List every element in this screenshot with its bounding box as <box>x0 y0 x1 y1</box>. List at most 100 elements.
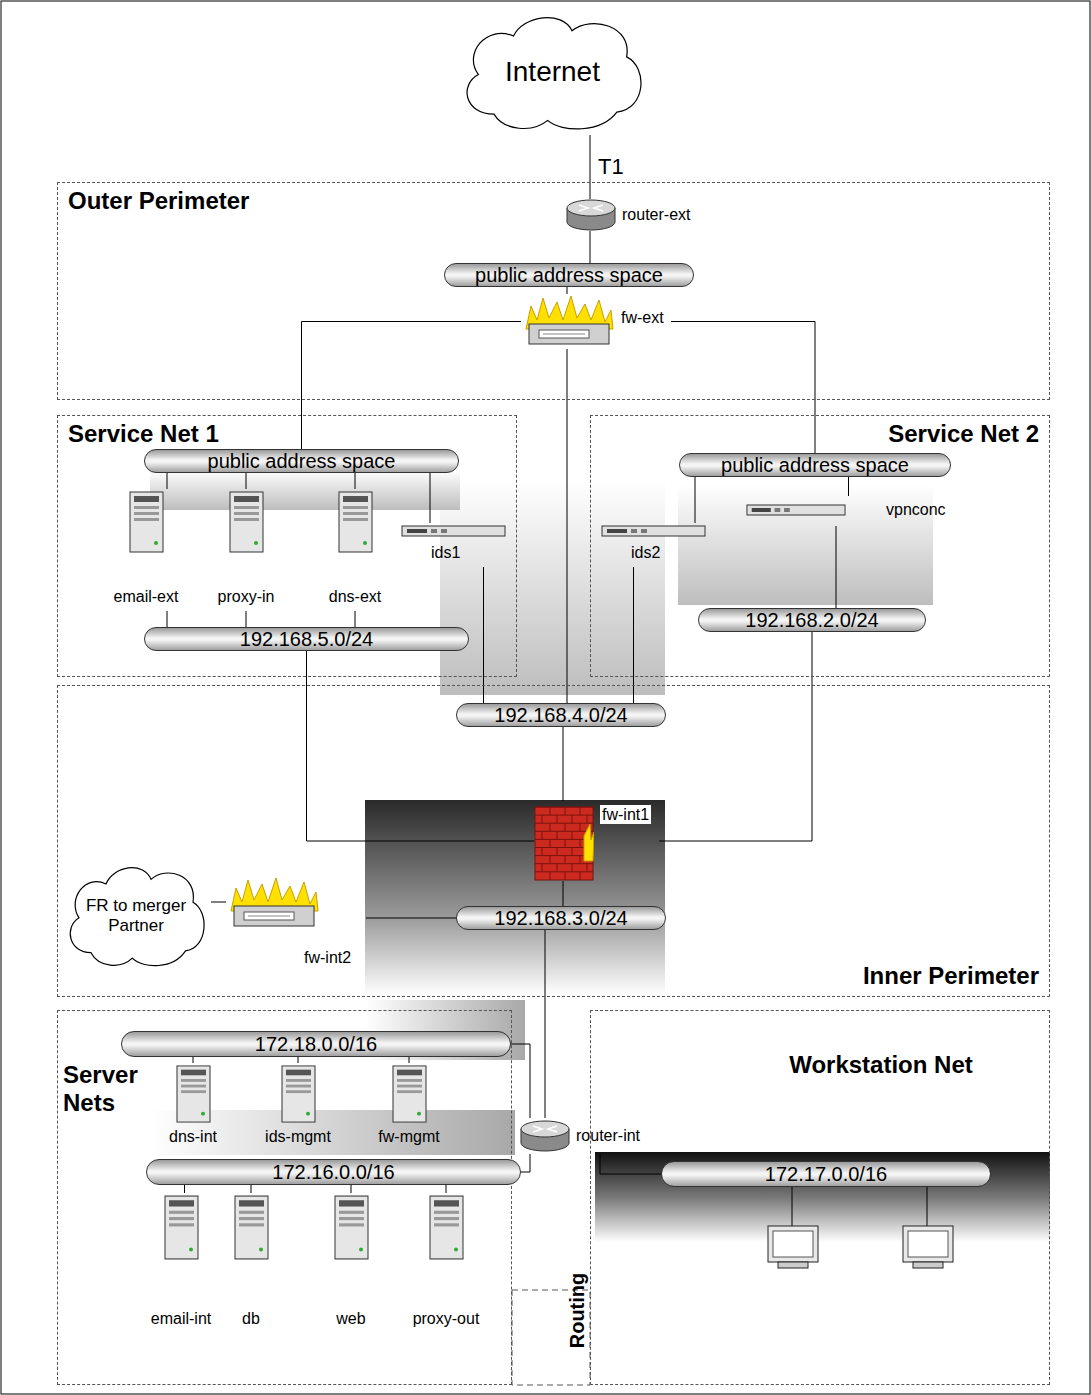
device-label: router-ext <box>622 205 690 224</box>
network-link <box>633 567 634 703</box>
network-link <box>563 881 564 906</box>
network-link <box>446 1185 447 1193</box>
server-node: ids-mgmt <box>254 1063 342 1148</box>
network-link <box>251 1185 252 1193</box>
server-node: email-ext <box>102 489 190 611</box>
network-link <box>246 611 247 627</box>
server-node: proxy-out <box>399 1193 493 1333</box>
subnet-bus: 192.168.5.0/24 <box>144 627 469 651</box>
network-link <box>590 231 591 263</box>
network-link <box>167 473 168 489</box>
device-node: vpnconc <box>746 496 956 526</box>
device-label: router-int <box>576 1126 640 1145</box>
subnet-bus: public address space <box>144 449 459 473</box>
network-zone: Server Nets172.18.0.0/16dns-intids-mgmtf… <box>57 1010 512 1385</box>
device-label: dns-int <box>151 1127 235 1146</box>
server-node: email-int <box>139 1193 223 1333</box>
brick-icon <box>534 806 594 881</box>
device-node: fw-int1 <box>534 801 659 881</box>
subnet-bus: 172.17.0.0/16 <box>661 1161 991 1187</box>
subnet-bus: 192.168.2.0/24 <box>698 608 926 632</box>
workstation-icon <box>768 1186 953 1268</box>
network-link <box>521 1154 530 1172</box>
subnet-label: 172.17.0.0/16 <box>765 1163 887 1186</box>
server-node: web <box>319 1193 383 1333</box>
subnet-label: 172.18.0.0/16 <box>255 1033 377 1056</box>
link-label: T1 <box>596 155 626 179</box>
device-node: fw-ext <box>521 294 671 349</box>
zone-title: Outer Perimeter <box>68 187 249 215</box>
device-label: email-int <box>139 1309 223 1328</box>
device-label: proxy-in <box>202 587 290 606</box>
network-zone: Workstation Net 172.17.0.0/16 <box>590 1010 1050 1385</box>
flame-icon <box>226 876 321 931</box>
subnet-label: 192.168.4.0/24 <box>494 704 627 727</box>
network-link <box>351 1185 352 1193</box>
router-icon <box>520 1120 570 1152</box>
network-link <box>659 632 812 841</box>
network-link <box>567 287 568 294</box>
device-label: fw-int1 <box>600 805 651 824</box>
network-link <box>298 1057 299 1063</box>
server-icon <box>229 491 264 553</box>
cloud-label: Internet <box>505 56 600 88</box>
subnet-label: public address space <box>721 454 909 477</box>
network-link <box>184 1185 185 1193</box>
server-icon <box>234 1195 269 1260</box>
network-link <box>430 473 431 523</box>
network-link <box>355 473 356 489</box>
network-link <box>307 651 535 841</box>
network-zone: Service Net 1public address spaceemail-e… <box>57 415 517 677</box>
network-link <box>211 902 226 903</box>
server-icon <box>176 1065 211 1123</box>
device-node: router-int <box>520 1118 680 1154</box>
network-link <box>600 1154 661 1174</box>
subnet-bus: 192.168.3.0/24 <box>456 906 666 930</box>
network-link <box>483 567 484 703</box>
network-link <box>567 349 568 703</box>
device-label: db <box>224 1309 278 1328</box>
network-link <box>695 477 696 523</box>
server-node: fw-mgmt <box>365 1063 453 1148</box>
network-link <box>167 611 168 627</box>
server-icon <box>392 1065 427 1123</box>
device-node: fw-int2 <box>226 876 366 971</box>
network-link <box>848 477 849 496</box>
subnet-bus: public address space <box>679 453 951 477</box>
network-link <box>545 930 546 1118</box>
device-label: email-ext <box>102 587 190 606</box>
server-node: db <box>224 1193 278 1333</box>
subnet-bus: 192.168.4.0/24 <box>456 703 666 727</box>
zone-title: Service Net 2 <box>888 420 1039 448</box>
device-label: web <box>319 1309 383 1328</box>
network-zone: Service Net 2public address spaceids2vpn… <box>590 415 1050 677</box>
zone-title: Workstation Net <box>761 1051 1001 1079</box>
cloud-label: FR to merger Partner <box>81 896 191 935</box>
zone-title: Routing <box>566 1273 589 1349</box>
network-link <box>671 322 815 454</box>
device-label: dns-ext <box>311 587 399 606</box>
network-link <box>366 918 456 919</box>
device-label: fw-ext <box>621 308 664 327</box>
device-node: router-ext <box>566 199 696 231</box>
network-zone: Outer Perimeter router-ext public address … <box>57 182 1050 400</box>
network-link <box>193 1057 194 1063</box>
server-node: dns-ext <box>311 489 399 611</box>
subnet-bus: 172.18.0.0/16 <box>121 1031 511 1057</box>
ids-icon <box>401 525 506 537</box>
network-link <box>246 473 247 489</box>
network-link <box>409 1057 410 1063</box>
server-icon <box>429 1195 464 1260</box>
device-label: proxy-out <box>399 1309 493 1328</box>
server-icon <box>334 1195 369 1260</box>
server-icon <box>338 491 373 553</box>
subnet-label: public address space <box>208 450 396 473</box>
device-label: fw-int2 <box>304 948 351 967</box>
ids-icon <box>601 525 706 537</box>
network-zone: Inner Perimeter192.168.4.0/24fw-int1FR t… <box>57 685 1050 997</box>
subnet-label: public address space <box>475 264 663 287</box>
subnet-label: 192.168.5.0/24 <box>240 628 373 651</box>
device-label: ids-mgmt <box>254 1127 342 1146</box>
